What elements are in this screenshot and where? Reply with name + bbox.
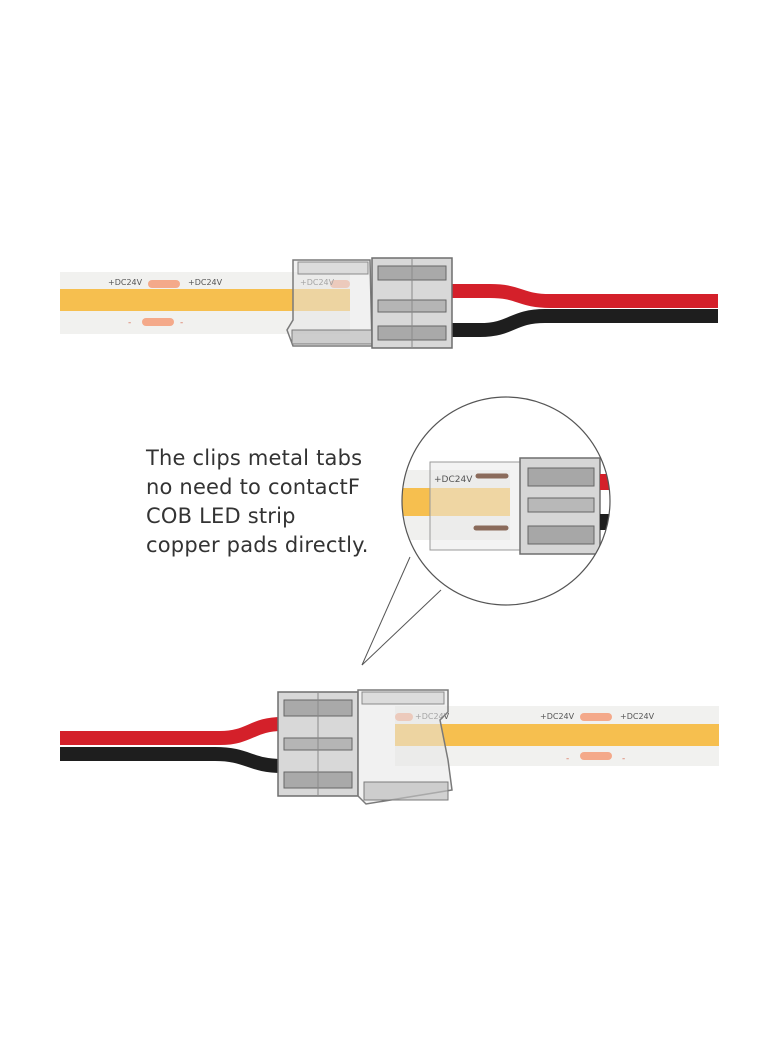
caption-line-4: copper pads directly. — [146, 533, 369, 557]
magnifier-pointer-left — [361, 556, 411, 666]
caption-line-1: The clips metal tabs — [146, 446, 363, 470]
top-strip-connector-icon: +DC24V +DC24V +DC24V - - — [60, 257, 718, 349]
bottom-pad-1 — [580, 713, 612, 721]
top-strip-mark-1: +DC24V — [108, 278, 143, 287]
caption-text: The clips metal tabs no need to contactF… — [146, 444, 396, 560]
caption-line-2: no need to contactF — [146, 475, 361, 499]
bottom-strip-connector-icon: +DC24V +DC24V +DC24V - - — [60, 689, 719, 805]
bottom-cob-line — [395, 724, 719, 746]
bottom-strip-minus-2: - — [622, 754, 625, 764]
bottom-clip-body — [357, 689, 453, 805]
top-clip-body — [286, 259, 373, 347]
lens-strip-mark: +DC24V — [434, 475, 473, 485]
top-pad-2 — [142, 318, 174, 326]
bottom-strip-mark-3: +DC24V — [620, 712, 655, 721]
bottom-red-wire — [60, 717, 300, 745]
top-cob-line — [60, 289, 350, 311]
top-strip-minus-2: - — [180, 318, 183, 328]
bottom-pad-2 — [580, 752, 612, 760]
magnifier-circle-icon: +DC24V — [361, 396, 611, 666]
top-black-wire — [440, 309, 718, 337]
top-pad-1 — [148, 280, 180, 288]
bottom-strip-mark-2: +DC24V — [540, 712, 575, 721]
magnifier-ring — [401, 396, 611, 606]
magnifier-pointer-right — [361, 589, 442, 666]
top-strip-mark-2: +DC24V — [188, 278, 223, 287]
bottom-strip-minus-1: - — [566, 754, 569, 764]
top-red-wire — [440, 284, 718, 308]
top-strip-minus-1: - — [128, 318, 131, 328]
caption-line-3: COB LED strip — [146, 504, 296, 528]
bottom-black-wire — [60, 747, 300, 773]
